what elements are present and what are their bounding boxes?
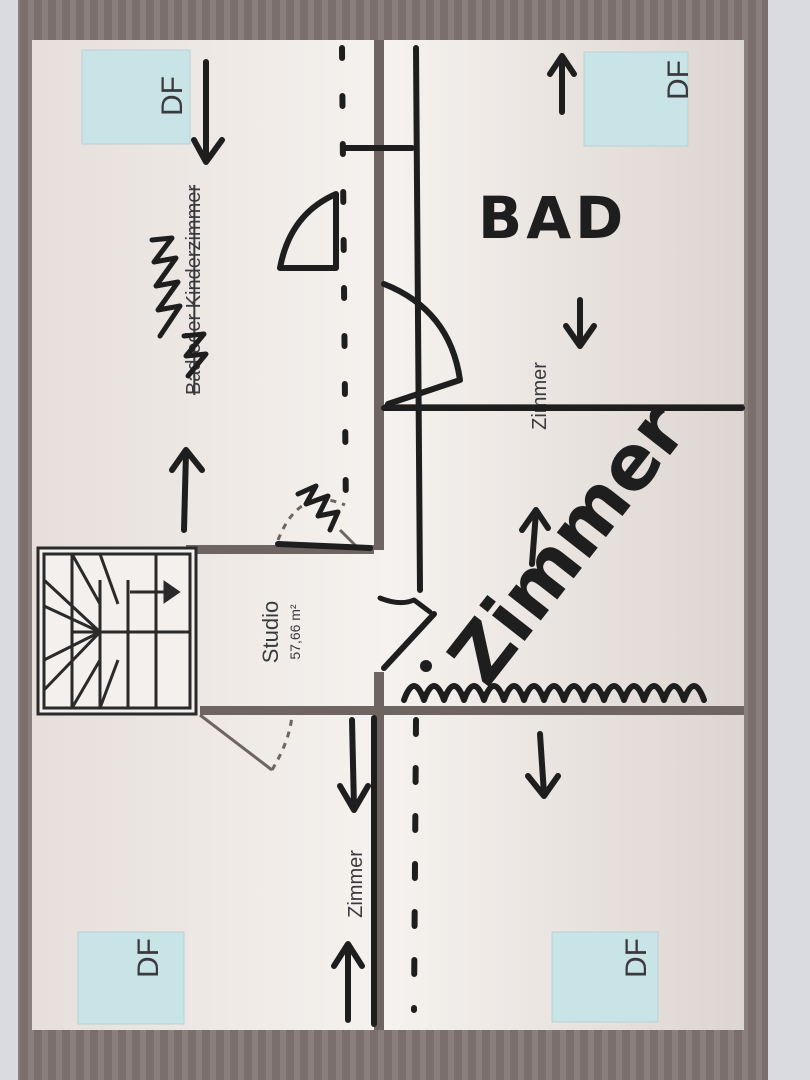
strike-scribble <box>181 331 209 379</box>
door-leaf-lower-left <box>199 713 273 772</box>
arrow-down-icon <box>525 731 561 799</box>
wall-right-lower <box>384 706 744 715</box>
skylight-top-left <box>81 49 191 145</box>
marker-zigzag <box>295 483 341 533</box>
arrow-down-icon <box>337 717 371 813</box>
arrow-down-icon <box>563 297 597 349</box>
wall-studio-top <box>186 545 374 554</box>
room-label-zimmer-bottom-left: Zimmer <box>345 850 367 918</box>
marker-wall-vertical <box>413 45 423 593</box>
marker-door-studio-arc <box>377 595 433 615</box>
handwritten-bad: BAD <box>478 184 627 252</box>
room-label-zimmer-right: Zimmer <box>529 362 551 430</box>
marker-door-upper <box>277 191 339 271</box>
marker-dashed-line-upper <box>339 45 349 523</box>
studio-area: 57,66 m² <box>287 604 303 660</box>
marker-door-studio <box>381 611 437 671</box>
marker-annotations <box>149 45 745 1027</box>
arrow-up-icon <box>331 941 365 1023</box>
marker-wave <box>401 683 707 703</box>
marker-dashed-line-lower <box>411 717 419 1013</box>
arrow-down-icon <box>191 59 225 165</box>
door-swing-lower-left <box>270 714 294 771</box>
studio-name: Studio <box>258 601 283 663</box>
staircase <box>36 546 198 716</box>
arrow-up-icon <box>547 53 577 115</box>
arrow-up-icon <box>169 447 205 533</box>
skylight-bottom-left <box>77 931 185 1025</box>
arrow-up-icon <box>519 507 551 567</box>
wall-vertical-upper <box>374 40 384 550</box>
floor-area <box>32 40 744 1030</box>
skylight-label: DF <box>620 938 653 978</box>
skylight-label: DF <box>662 60 695 100</box>
skylights <box>77 49 689 1025</box>
door-swing-upper-left <box>276 498 346 541</box>
wall-vertical-lower <box>374 672 384 1030</box>
strike-scribble <box>149 235 183 339</box>
skylight-label: DF <box>132 938 165 978</box>
wall-studio-bottom <box>200 706 374 715</box>
skylight-top-right <box>583 51 689 147</box>
marker-door-center <box>381 281 463 407</box>
room-label-bad-oder-kinderzimmer: Bad oder Kinderzimmer <box>183 185 205 395</box>
marker-dot <box>420 660 432 672</box>
skylight-label: DF <box>156 76 189 116</box>
marker-wall-studio-top <box>275 541 373 551</box>
skylight-bottom-right <box>551 931 659 1023</box>
